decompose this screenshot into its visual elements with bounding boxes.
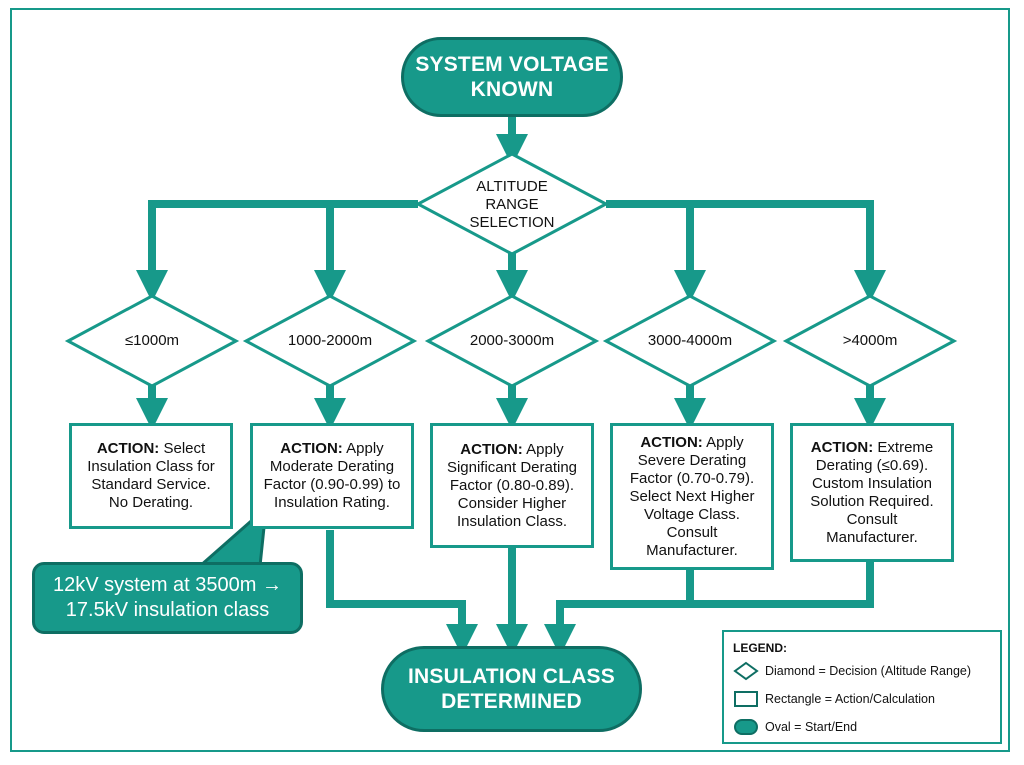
arrow-action5-to-end — [690, 562, 874, 608]
range-label-1: ≤1000m — [124, 332, 180, 349]
start-oval: SYSTEM VOLTAGE KNOWN — [401, 37, 623, 117]
action-box-3: ACTION: Apply Significant Derating Facto… — [430, 423, 594, 548]
end-line-1: INSULATION CLASS — [408, 665, 615, 688]
legend-row-rectangle: Rectangle = Action/Calculation — [733, 688, 935, 710]
action-4-line-1: Apply — [702, 433, 744, 451]
action-5-line-6: Manufacturer. — [826, 528, 918, 546]
end-oval: INSULATION CLASS DETERMINED — [381, 646, 642, 732]
action-3-line-3: Factor (0.80-0.89). — [449, 476, 575, 494]
action-4-line-6: Consult — [666, 523, 718, 541]
diagram-border — [10, 8, 1010, 752]
action-5-line-2: Derating (≤0.69). — [815, 456, 929, 474]
action-4-line-7: Manufacturer. — [646, 541, 738, 559]
decision-line-1: ALTITUDE — [476, 178, 548, 195]
arrow-decision-to-range-1 — [136, 200, 418, 302]
range-label-4: 3000-4000m — [647, 332, 733, 349]
decision-label: ALTITUDE RANGE SELECTION — [452, 175, 572, 235]
action-box-5: ACTION: Extreme Derating (≤0.69). Custom… — [790, 423, 954, 562]
decision-diamond-range-5 — [782, 294, 958, 388]
action-4-line-2: Severe Derating — [637, 451, 747, 469]
action-1-line-3: Standard Service. — [91, 476, 211, 493]
decision-line-3: SELECTION — [469, 214, 555, 231]
action-box-1: ACTION: Select Insulation Class for Stan… — [69, 423, 233, 529]
rectangle-icon — [734, 691, 758, 707]
action-1-line-1: Select — [159, 440, 206, 457]
callout-line-2: 17.5kV insulation class — [65, 599, 270, 621]
diamond-icon — [733, 661, 759, 681]
action-4-line-5: Voltage Class. — [644, 505, 740, 523]
action-5-line-5: Consult — [846, 510, 898, 528]
end-line-2: DETERMINED — [441, 690, 582, 713]
action-2-line-4: Insulation Rating. — [274, 494, 390, 511]
legend: LEGEND: Diamond = Decision (Altitude Ran… — [722, 630, 1002, 744]
action-box-2: ACTION: Apply Moderate Derating Factor (… — [250, 423, 414, 529]
action-3-line-1: Apply — [522, 440, 564, 458]
decision-diamond-altitude — [414, 152, 610, 256]
decision-diamond-range-4 — [602, 294, 778, 388]
action-1-line-2: Insulation Class for — [87, 458, 215, 475]
oval-icon — [734, 719, 758, 735]
legend-diamond-text: Diamond = Decision (Altitude Range) — [765, 664, 972, 678]
action-4-line-3: Factor (0.70-0.79). — [629, 469, 755, 487]
action-3-line-5: Insulation Class. — [456, 512, 568, 530]
action-2-line-3: Factor (0.90-0.99) to — [263, 476, 401, 493]
arrow-action2-to-end — [326, 530, 478, 656]
decision-diamond-range-3 — [424, 294, 600, 388]
example-callout: 12kV system at 3500m → 17.5kV insulation… — [32, 562, 303, 634]
legend-rectangle-text: Rectangle = Action/Calculation — [765, 692, 935, 706]
action-3-line-4: Consider Higher — [457, 494, 567, 512]
start-line-2: KNOWN — [470, 78, 554, 101]
action-2-line-2: Moderate Derating — [269, 458, 395, 475]
action-box-4: ACTION: Apply Severe Derating Factor (0.… — [610, 423, 774, 570]
action-2-line-1: Apply — [342, 440, 384, 457]
range-label-3: 2000-3000m — [469, 332, 555, 349]
decision-line-2: RANGE — [485, 196, 539, 213]
action-5-line-1: Extreme — [873, 438, 934, 456]
range-label-5: >4000m — [842, 332, 898, 349]
action-5-line-4: Solution Required. — [810, 492, 934, 510]
action-5-label: ACTION: — [810, 438, 874, 456]
action-2-label: ACTION: — [280, 440, 343, 457]
decision-diamond-range-2 — [242, 294, 418, 388]
legend-oval-text: Oval = Start/End — [765, 720, 858, 734]
action-5-line-3: Custom Insulation — [811, 474, 933, 492]
legend-row-oval: Oval = Start/End — [733, 716, 857, 738]
action-1-line-4: No Derating. — [108, 494, 194, 511]
arrow-action4-to-end — [544, 570, 694, 656]
start-line-1: SYSTEM VOLTAGE — [415, 53, 609, 76]
range-label-2: 1000-2000m — [287, 332, 373, 349]
decision-diamond-range-1 — [64, 294, 240, 388]
callout-line-1: 12kV system at 3500m → — [53, 574, 282, 596]
action-3-label: ACTION: — [460, 440, 523, 458]
legend-row-diamond: Diamond = Decision (Altitude Range) — [733, 660, 971, 682]
action-3-line-2: Significant Derating — [446, 458, 578, 476]
legend-title: LEGEND: — [733, 641, 787, 655]
action-4-line-4: Select Next Higher — [629, 487, 755, 505]
arrow-decision-to-range-4 — [606, 200, 886, 302]
action-4-label: ACTION: — [640, 433, 703, 451]
action-1-label: ACTION: — [96, 440, 160, 457]
